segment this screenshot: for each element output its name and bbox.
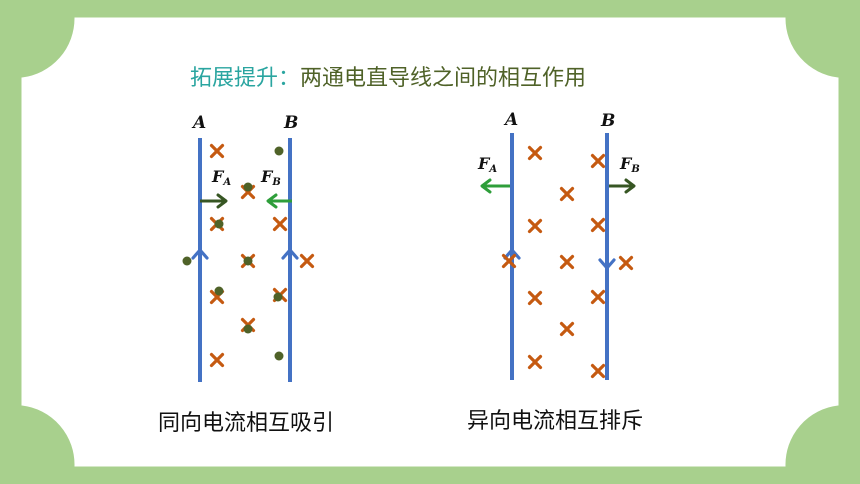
panel1-caption: 同向电流相互吸引 (158, 411, 335, 436)
slide-title: 拓展提升：两通电直导线之间的相互作用 (190, 60, 586, 92)
field-into-page-cross (527, 145, 543, 161)
field-into-page-cross (590, 217, 606, 233)
field-out-of-page-dot (274, 351, 284, 361)
field-into-page-cross (527, 218, 543, 234)
field-into-page-cross (590, 289, 606, 305)
field-into-page-cross (559, 254, 575, 270)
panel1-wire-a-label: A (193, 113, 207, 133)
field-out-of-page-dot (243, 182, 253, 192)
field-into-page-cross (559, 321, 575, 337)
field-into-page-cross (590, 363, 606, 379)
panel2-force-b-arrow (609, 178, 636, 194)
field-into-page-cross (559, 186, 575, 202)
field-into-page-cross (209, 143, 225, 159)
panel1-force-a-arrow (200, 193, 228, 209)
panel2-current-a-arrow (503, 248, 521, 260)
field-into-page-cross (618, 255, 634, 271)
field-out-of-page-dot (214, 286, 224, 296)
panel2-force-a-label: FA (478, 154, 498, 175)
field-into-page-cross (299, 253, 315, 269)
field-out-of-page-dot (274, 146, 284, 156)
field-into-page-cross (272, 216, 288, 232)
field-out-of-page-dot (273, 292, 283, 302)
panel2-force-a-arrow (480, 178, 510, 194)
panel2-caption: 异向电流相互排斥 (467, 409, 644, 434)
field-out-of-page-dot (243, 324, 253, 334)
panel2-force-b-label: FB (620, 154, 640, 175)
panel1-current-b-arrow (281, 248, 299, 260)
field-into-page-cross (527, 354, 543, 370)
title-main: 两通电直导线之间的相互作用 (300, 66, 587, 91)
field-into-page-cross (527, 290, 543, 306)
field-into-page-cross (209, 352, 225, 368)
panel1-force-b-label: FB (261, 167, 281, 188)
panel1-wire-b-label: B (284, 113, 299, 133)
panel1-force-b-arrow (266, 193, 292, 209)
panel2-current-b-arrow (598, 258, 616, 270)
title-prefix: 拓展提升： (190, 66, 301, 91)
field-into-page-cross (590, 153, 606, 169)
field-out-of-page-dot (214, 219, 224, 229)
panel2-wire-b-label: B (601, 111, 616, 131)
panel1-force-a-label: FA (212, 167, 232, 188)
field-out-of-page-dot (243, 256, 253, 266)
panel2-wire-a-label: A (505, 110, 519, 130)
field-into-page-cross (501, 253, 517, 269)
panel1-current-a-arrow (191, 248, 209, 260)
field-out-of-page-dot (182, 256, 192, 266)
